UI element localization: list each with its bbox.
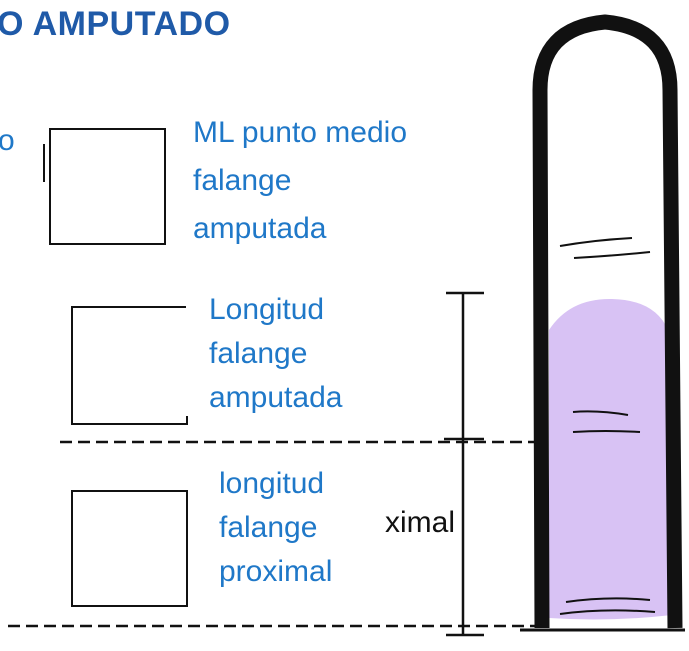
- measurement-input-box-length-proximal[interactable]: [71, 490, 188, 607]
- crease-line: [572, 410, 629, 416]
- label-line: amputada: [193, 212, 327, 245]
- cut-off-label-fragment: ximal: [385, 506, 456, 539]
- label-line: falange: [219, 511, 318, 544]
- label-line: amputada: [209, 381, 343, 414]
- label-ml-midpoint: ML punto medio falange amputada: [193, 115, 407, 247]
- crease-line: [559, 609, 656, 615]
- measurement-input-box-length-amputated[interactable]: [71, 306, 188, 425]
- finger-amputated-fill: [549, 298, 672, 620]
- label-line: falange: [209, 337, 308, 370]
- label-line: proximal: [219, 555, 333, 588]
- label-line: ML punto medio: [193, 116, 408, 149]
- label-line: falange: [193, 164, 292, 197]
- label-line: longitud: [219, 467, 325, 500]
- cut-off-label-fragment: o: [0, 124, 15, 157]
- label-length-amputated: Longitud falange amputada: [186, 292, 433, 416]
- finger-outline: [532, 14, 683, 629]
- crease-line: [572, 430, 641, 433]
- page-title: O AMPUTADO: [0, 5, 231, 43]
- crease-line: [565, 597, 651, 603]
- measurement-input-box-ml[interactable]: [49, 128, 166, 245]
- label-line: Longitud: [209, 293, 325, 326]
- crease-line: [559, 237, 633, 247]
- crease-line: [573, 251, 651, 259]
- label-length-proximal: longitud falange proximal: [203, 466, 346, 590]
